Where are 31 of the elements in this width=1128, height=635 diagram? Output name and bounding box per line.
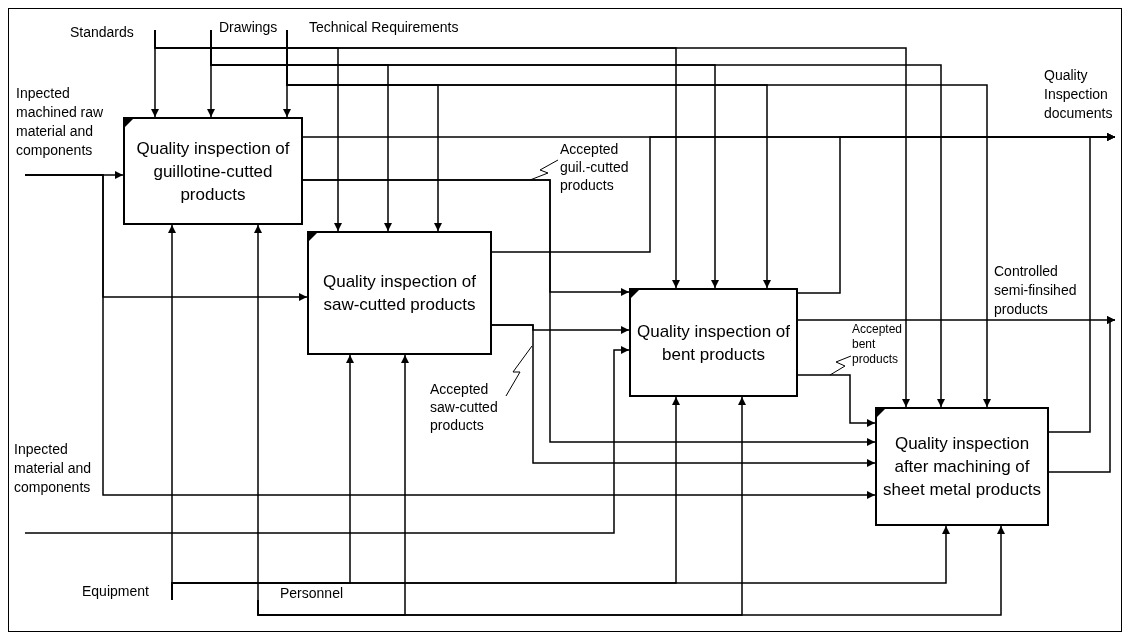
arrow (797, 374, 876, 427)
box-title: Quality inspection of guillotine-cutted products (135, 137, 291, 206)
box-title: Quality inspection of bent products (635, 320, 792, 366)
flow-label: Controlled semi-finsihed products (994, 262, 1078, 319)
box-title: Quality inspection of saw-cutted products (321, 271, 478, 316)
activity-box (875, 407, 1049, 526)
arrow (254, 224, 262, 601)
edge-label: Accepted guil.-cutted products (560, 140, 630, 194)
flow-label: Standards (70, 23, 135, 42)
arrow (24, 174, 876, 499)
flow-label: Technical Requirements (309, 18, 460, 37)
arrow (1048, 133, 1116, 433)
flow-label: Equipment (82, 582, 150, 601)
flow-label: Drawings (219, 18, 279, 37)
activity-box (629, 288, 798, 397)
activity-box (307, 231, 492, 355)
edge-label: Accepted bent products (852, 322, 904, 367)
arrow (1048, 316, 1116, 473)
arrow (24, 346, 630, 534)
flow-label: Inpected machined raw material and components (16, 84, 105, 160)
activity-box (123, 117, 303, 225)
arrow (302, 179, 876, 446)
arrow (491, 324, 876, 467)
flow-label: Quality Inspection documents (1044, 66, 1114, 123)
edge-label: Accepted saw-cutted products (430, 380, 499, 434)
box-title: Quality inspection after machining of sheet metal products (882, 433, 1042, 501)
arrow (286, 29, 991, 408)
arrow (171, 525, 950, 601)
flow-label: Inpected material and components (14, 440, 93, 497)
arrow (257, 525, 1005, 616)
flow-label: Personnel (280, 584, 345, 603)
